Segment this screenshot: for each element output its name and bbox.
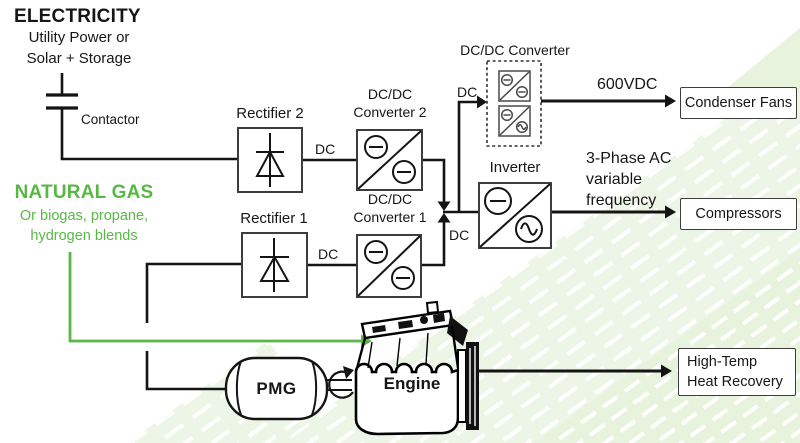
dc-dc-symbol-icon [357, 130, 422, 190]
inverter-label: Inverter [489, 159, 541, 176]
engine-illustration [354, 300, 479, 436]
engine-label: Engine [383, 374, 441, 393]
dcdc2-label: DC/DC Converter 2 [353, 86, 427, 120]
dcdc-top-box [486, 60, 542, 147]
wire-natural-gas [68, 252, 372, 348]
dcdc1-label: DC/DC Converter 1 [353, 191, 427, 225]
diode-icon [255, 133, 285, 187]
inverter-box [478, 182, 552, 249]
dc-dc-symbol-icon [357, 235, 421, 297]
arrowhead-heat-recovery [661, 364, 672, 378]
natural-gas-subtitle: Or biogas, propane, hydrogen blends [19, 208, 149, 244]
shaft-symbol [327, 366, 354, 399]
dc-label-rect1: DC [318, 246, 339, 262]
arrowhead-3phase [665, 205, 676, 219]
3phase-label: 3-Phase AC variable frequency [586, 150, 672, 209]
rectifier2-label: Rectifier 2 [236, 105, 304, 122]
dc-ac-module-icon [498, 105, 531, 137]
pmg-symbol [224, 356, 329, 421]
arrowhead-down-junction [437, 201, 451, 211]
dc-dc-module-icon [498, 70, 531, 102]
rectifier2-box [237, 127, 303, 193]
electricity-title: ELECTRICITY [14, 6, 141, 27]
rectifier1-label: Rectifier 1 [240, 210, 308, 227]
dcdc1-box [356, 234, 422, 298]
contactor-symbol [46, 73, 238, 161]
diode-icon [259, 238, 290, 292]
wire-pmg-to-rectifier1 [145, 262, 242, 391]
dc-label-rect2: DC [315, 141, 336, 157]
condenser-fans-box: Condenser Fans [680, 87, 797, 119]
electricity-subtitle: Utility Power or Solar + Storage [26, 29, 132, 67]
wire-rectifier1-dcdc1 [307, 221, 446, 267]
wire-rectifier2-dcdc2 [302, 158, 446, 202]
rectifier1-box [241, 232, 308, 298]
dcdc-top-label: DC/DC Converter [460, 42, 570, 58]
natural-gas-title: NATURAL GAS [14, 182, 154, 203]
dc-ac-symbol-icon [479, 183, 551, 248]
arrowhead-into-dcdc-top [477, 95, 487, 109]
heat-recovery-label: High-Temp Heat Recovery [687, 354, 783, 390]
compressors-box: Compressors [680, 198, 797, 230]
compressors-label: Compressors [695, 206, 782, 222]
dcdc2-box [356, 129, 423, 191]
contactor-label: Contactor [81, 112, 140, 127]
arrowhead-600vdc [665, 94, 676, 108]
condenser-fans-label: Condenser Fans [684, 95, 793, 111]
arrowhead-up-junction [437, 213, 451, 223]
wire-dc-bus [443, 100, 479, 214]
dc-label-top: DC [457, 84, 478, 100]
600vdc-label: 600VDC [597, 76, 658, 93]
pmg-label: PMG [256, 378, 297, 398]
heat-recovery-box: High-Temp Heat Recovery [678, 348, 796, 396]
dc-label-bus: DC [449, 227, 470, 243]
